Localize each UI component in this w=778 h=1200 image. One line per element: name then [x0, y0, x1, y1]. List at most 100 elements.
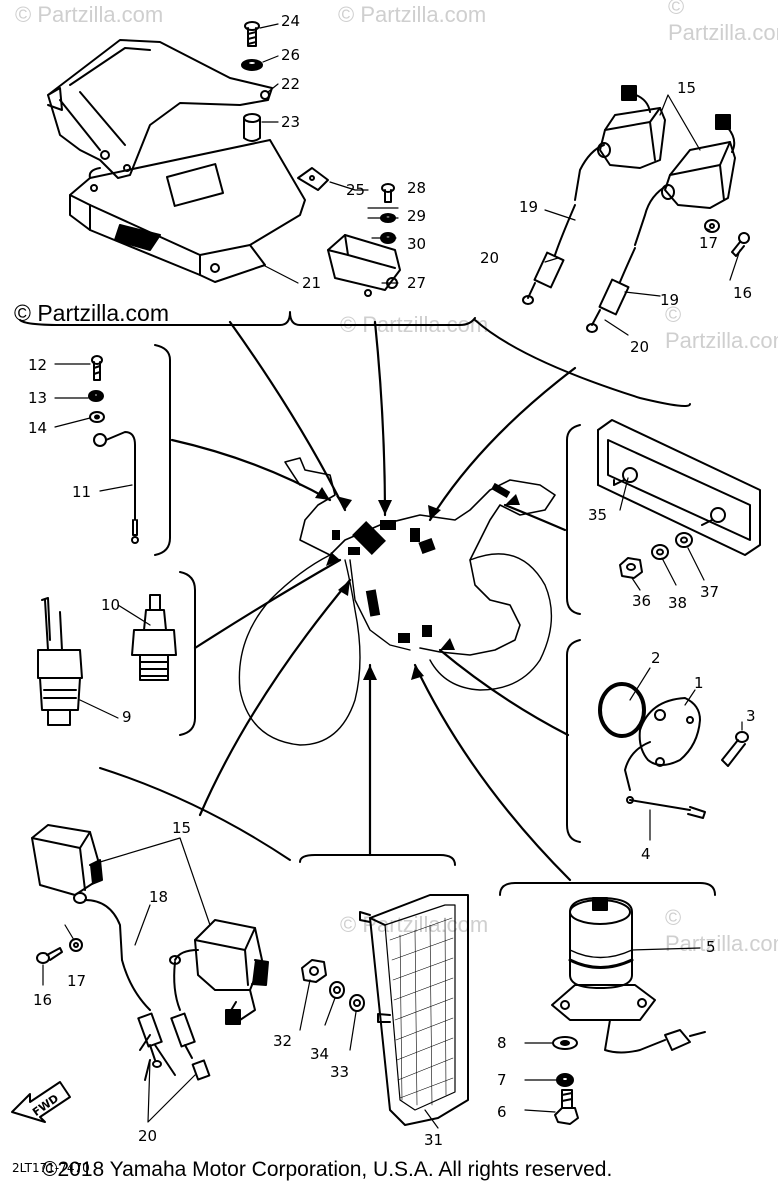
- label-7: 7: [497, 1071, 507, 1089]
- label-20-upper: 20: [480, 249, 499, 267]
- nut-32: [301, 959, 327, 983]
- label-33: 33: [330, 1063, 349, 1081]
- plug-cap-20-lower: [586, 247, 636, 333]
- washer-38: [651, 544, 669, 560]
- plug-cap-20-upper: [522, 204, 576, 305]
- watermark: © Partzilla.com: [340, 912, 489, 937]
- label-25: 25: [346, 181, 365, 199]
- sender-1: [624, 697, 701, 791]
- label-4: 4: [641, 845, 651, 863]
- screw-12: [91, 355, 103, 381]
- nut-36: [619, 557, 643, 579]
- ignition-coil-15-right: [169, 919, 269, 1025]
- bolt-6: [554, 1089, 579, 1125]
- screw-24: [244, 21, 260, 47]
- diagram-code: 2LT171-7470: [12, 1161, 90, 1175]
- label-19-upper: 19: [519, 198, 538, 216]
- partzilla-watermark: © Partzilla.com: [14, 300, 169, 326]
- washer-26: [241, 59, 263, 71]
- solenoid-5: [551, 897, 706, 1054]
- switch-10: [131, 594, 177, 681]
- washer-7: [556, 1073, 574, 1087]
- earth-lead-11: [93, 431, 139, 544]
- label-19-lower: 19: [660, 291, 679, 309]
- copyright-notice: ©2018 Yamaha Motor Corporation, U.S.A. A…: [42, 1158, 613, 1181]
- label-1: 1: [694, 674, 704, 692]
- frame-outline: [238, 457, 556, 746]
- label-6: 6: [497, 1103, 507, 1121]
- group-brackets: [19, 311, 716, 896]
- lead-4: [626, 796, 706, 819]
- clip-25: [297, 167, 329, 191]
- label-20-lower: 20: [630, 338, 649, 356]
- label-26: 26: [281, 46, 300, 64]
- label-18: 18: [149, 888, 168, 906]
- watermark: © Partzilla.com: [665, 302, 778, 353]
- label-22: 22: [281, 75, 300, 93]
- pointer-20: [139, 1034, 176, 1081]
- washer-8: [552, 1036, 578, 1050]
- label-15-lower: 15: [172, 819, 191, 837]
- part-labels: 24 26 22 23 25 28 29 30 27 21 15 19 20 1…: [12, 12, 756, 1175]
- label-3: 3: [746, 707, 756, 725]
- center-parts: [332, 482, 511, 643]
- label-34: 34: [310, 1045, 329, 1063]
- label-37: 37: [700, 583, 719, 601]
- label-20-lower-left: 20: [138, 1127, 157, 1145]
- cdi-unit-21: [69, 139, 306, 283]
- leader-arrows: [170, 320, 577, 882]
- label-36: 36: [632, 592, 651, 610]
- fwd-label: FWD: [30, 1092, 61, 1119]
- tail-light-35: [597, 419, 761, 556]
- label-16-lower: 16: [33, 991, 52, 1009]
- arrow-heads: [315, 487, 520, 680]
- regulator-27: [327, 234, 401, 297]
- watermark: © Partzilla.com: [15, 2, 164, 27]
- washer-14: [89, 411, 105, 423]
- label-10: 10: [101, 596, 120, 614]
- o-ring-2: [598, 682, 646, 738]
- label-12: 12: [28, 356, 47, 374]
- label-17-lower: 17: [67, 972, 86, 990]
- label-28: 28: [407, 179, 426, 197]
- label-11: 11: [72, 483, 91, 501]
- label-15-upper: 15: [677, 79, 696, 97]
- label-35: 35: [588, 506, 607, 524]
- watermark: © Partzilla.com: [338, 2, 487, 27]
- switch-9: [37, 597, 83, 726]
- label-8: 8: [497, 1034, 507, 1052]
- screw-28: [381, 183, 395, 203]
- washer-17-upper: [704, 219, 720, 233]
- label-24: 24: [281, 12, 300, 30]
- bracket-22: [47, 39, 273, 179]
- watermark: © Partzilla.com: [668, 0, 778, 45]
- washer-34: [329, 981, 345, 999]
- reflector-31: [359, 894, 469, 1126]
- label-31: 31: [424, 1131, 443, 1149]
- label-30: 30: [407, 235, 426, 253]
- bolt-3: [721, 731, 749, 767]
- ignition-coil-15-upper: [574, 85, 666, 201]
- ignition-coil-15-left: [31, 824, 123, 961]
- washer-37: [675, 532, 693, 548]
- label-32: 32: [273, 1032, 292, 1050]
- label-16-upper: 16: [733, 284, 752, 302]
- collar-23: [243, 113, 261, 142]
- plug-cap-20-left: [121, 959, 211, 1081]
- washer-17-lower: [69, 938, 83, 952]
- label-21: 21: [302, 274, 321, 292]
- label-leaders: [42, 23, 743, 1129]
- label-38: 38: [668, 594, 687, 612]
- label-2: 2: [651, 649, 661, 667]
- label-23: 23: [281, 113, 300, 131]
- washer-13: [88, 390, 104, 402]
- label-13: 13: [28, 389, 47, 407]
- bolt-16-lower: [36, 947, 63, 964]
- label-9: 9: [122, 708, 132, 726]
- label-5: 5: [706, 938, 716, 956]
- label-14: 14: [28, 419, 47, 437]
- label-29: 29: [407, 207, 426, 225]
- fwd-arrow: [11, 1081, 71, 1123]
- label-17-upper: 17: [699, 234, 718, 252]
